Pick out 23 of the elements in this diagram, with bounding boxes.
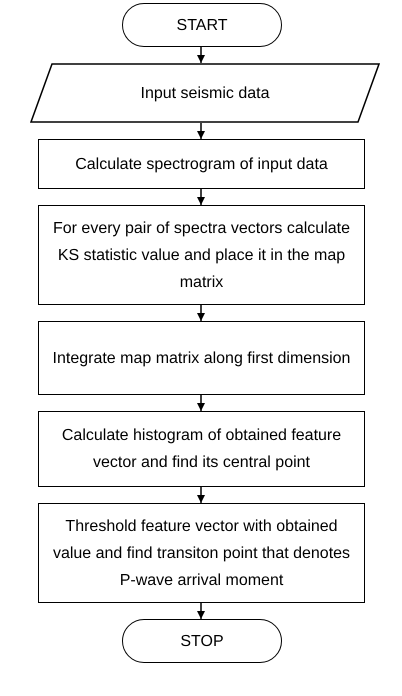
process-box: [38, 321, 365, 395]
node-text: Calculate histogram of obtained feature vector and find its central point: [60, 426, 342, 473]
node-text: START: [176, 16, 228, 36]
process-box: [38, 205, 365, 305]
arrow: [197, 395, 205, 411]
node-text: Threshold feature vector with obtained value and find transiton point that denotes P-wave arrival moment: [52, 516, 352, 590]
arrow: [197, 189, 205, 205]
node-text: STOP: [180, 632, 224, 652]
node-text: Integrate map matrix along first dimension: [52, 348, 350, 368]
node-text: For every pair of spectra vectors calculate KS statistic value and place it in the map matrix: [52, 218, 351, 292]
arrow: [197, 305, 205, 321]
arrow: [197, 603, 205, 619]
input-parallelogram: [30, 63, 380, 123]
terminal-pill: [122, 3, 282, 47]
arrow: [197, 47, 205, 63]
node-text: Input seismic data: [140, 84, 270, 104]
arrow: [197, 123, 205, 139]
process-box: [38, 503, 365, 603]
arrow: [197, 487, 205, 503]
terminal-pill: [122, 619, 282, 663]
process-box: [38, 139, 365, 189]
process-box: [38, 411, 365, 487]
node-text: Calculate spectrogram of input data: [75, 154, 328, 174]
